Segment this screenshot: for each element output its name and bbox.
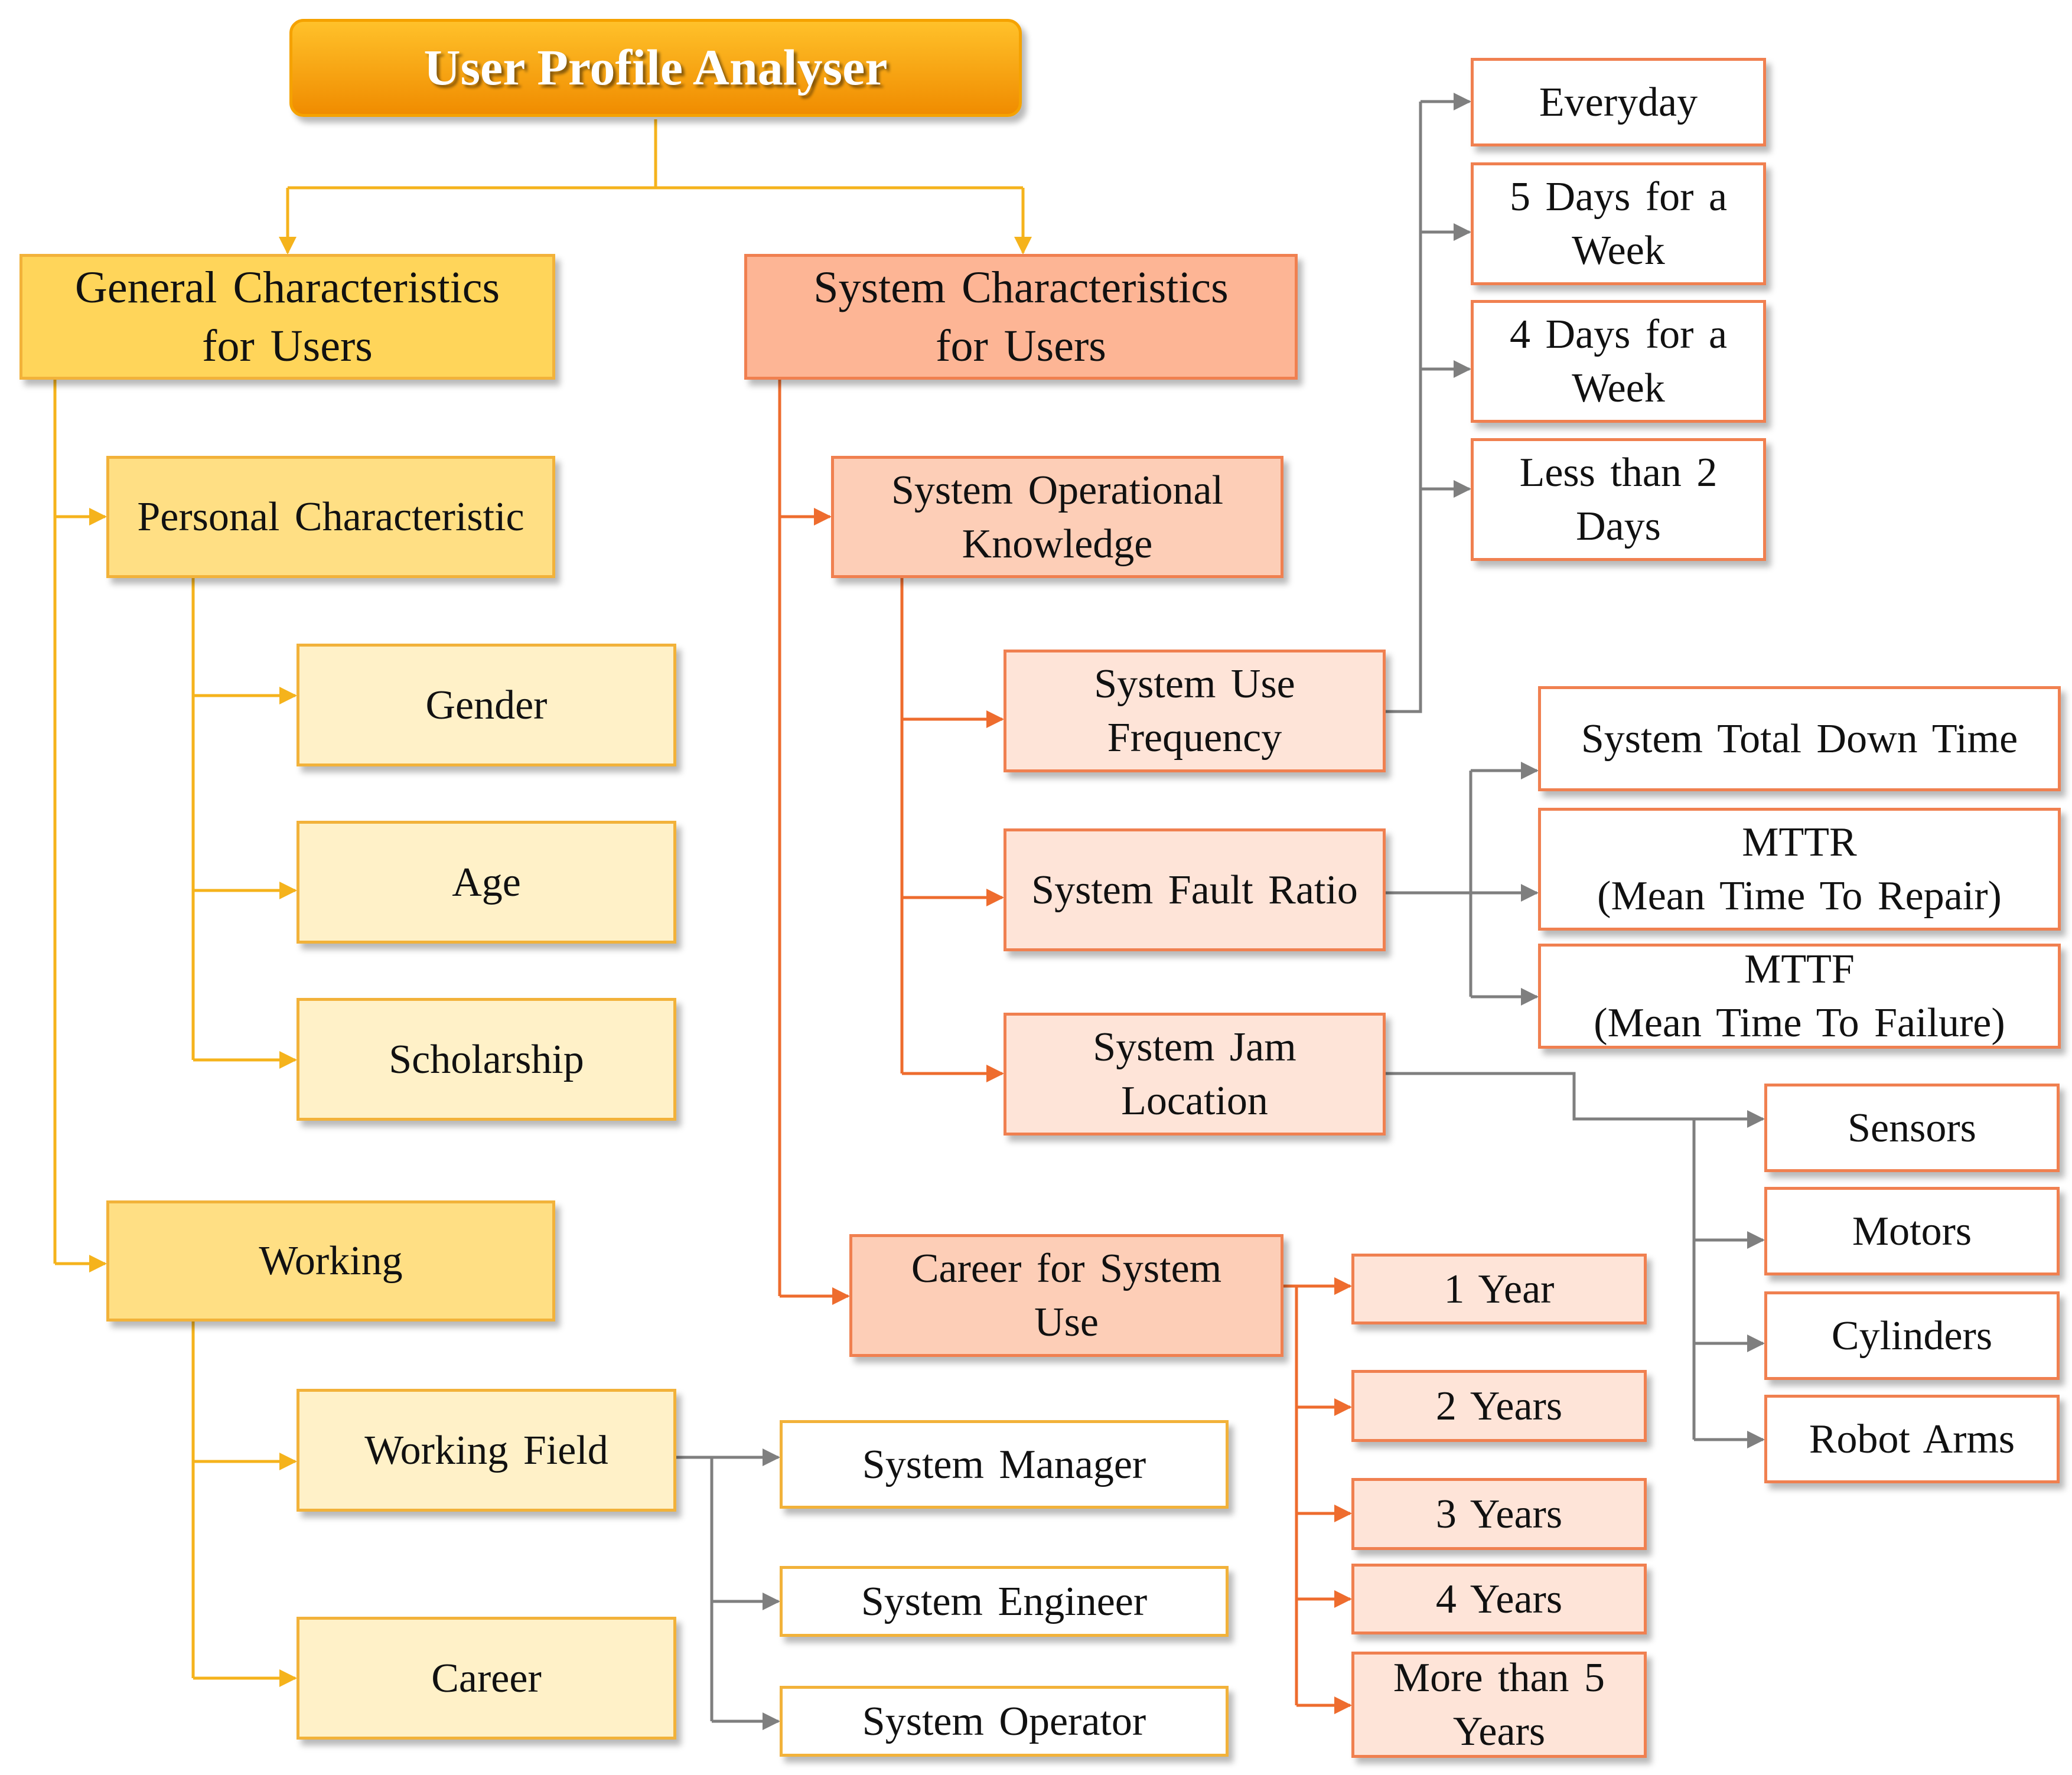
general-characteristics-node: General Characteristics for Users [19, 254, 555, 380]
fault-metric-label-line2: (Mean Time To Repair) [1597, 873, 2002, 919]
frequency-option-label-line1: 5 Days for a [1509, 174, 1728, 220]
working-field-node: Working Field [297, 1389, 676, 1512]
personal-characteristic-node: Personal Characteristic [106, 456, 555, 578]
system-engineer-node: System Engineer [780, 1566, 1229, 1637]
frequency-option-label-line2: Days [1576, 504, 1661, 549]
fault-metric-mttr: MTTR (Mean Time To Repair) [1538, 808, 2061, 931]
system-fault-ratio-label: System Fault Ratio [1031, 867, 1358, 913]
career-years-3: 3 Years [1351, 1478, 1647, 1550]
system-manager-node: System Manager [780, 1420, 1229, 1509]
system-operator-node: System Operator [780, 1686, 1229, 1757]
system-use-frequency-line2: Frequency [1107, 715, 1282, 761]
fault-metric-label-line1: MTTF [1744, 947, 1855, 992]
jam-part-label: Cylinders [1831, 1313, 1993, 1359]
frequency-option-label: Everyday [1539, 79, 1698, 125]
frequency-option-label-line2: Week [1572, 366, 1665, 411]
career-for-system-use-line2: Use [1034, 1300, 1099, 1345]
root-label: User Profile Analyser [423, 39, 888, 96]
root-node: User Profile Analyser [289, 19, 1022, 117]
system-operational-knowledge-node: System Operational Knowledge [831, 456, 1283, 578]
frequency-option-label-line1: Less than 2 [1519, 450, 1718, 495]
jam-part-sensors: Sensors [1764, 1084, 2060, 1172]
jam-part-label: Sensors [1848, 1105, 1976, 1151]
system-jam-location-node: System Jam Location [1004, 1013, 1386, 1136]
career-years-2: 2 Years [1351, 1370, 1647, 1442]
system-use-frequency-node: System Use Frequency [1004, 650, 1386, 772]
frequency-option-label-line2: Week [1572, 228, 1665, 273]
fault-metric-mttf: MTTF (Mean Time To Failure) [1538, 944, 2061, 1049]
working-node: Working [106, 1200, 555, 1322]
gender-label: Gender [425, 682, 548, 728]
working-field-label: Working Field [364, 1427, 608, 1473]
career-years-label: 4 Years [1435, 1576, 1563, 1622]
frequency-option-5-days: 5 Days for a Week [1471, 162, 1766, 285]
system-manager-label: System Manager [862, 1441, 1146, 1487]
career-years-more-than-5: More than 5 Years [1351, 1652, 1647, 1758]
career-years-label: 3 Years [1435, 1491, 1563, 1537]
career-node: Career [297, 1617, 676, 1740]
career-for-system-use-node: Career for System Use [849, 1234, 1283, 1357]
working-label: Working [259, 1238, 403, 1284]
career-years-1: 1 Year [1351, 1254, 1647, 1324]
frequency-option-4-days: 4 Days for a Week [1471, 300, 1766, 423]
gender-node: Gender [297, 644, 676, 766]
career-years-label: 1 Year [1444, 1266, 1555, 1312]
fault-metric-label-line2: (Mean Time To Failure) [1594, 1000, 2005, 1046]
frequency-option-everyday: Everyday [1471, 58, 1766, 146]
personal-characteristic-label: Personal Characteristic [137, 494, 524, 540]
age-node: Age [297, 821, 676, 944]
jam-part-motors: Motors [1764, 1187, 2060, 1275]
frequency-option-label-line1: 4 Days for a [1509, 312, 1728, 357]
career-label: Career [431, 1655, 542, 1701]
jam-part-label: Robot Arms [1809, 1416, 2015, 1462]
jam-part-cylinders: Cylinders [1764, 1291, 2060, 1380]
system-fault-ratio-node: System Fault Ratio [1004, 828, 1386, 951]
general-characteristics-label-line1: General Characteristics [74, 262, 500, 312]
system-operator-label: System Operator [862, 1698, 1146, 1744]
system-characteristics-node: System Characteristics for Users [744, 254, 1298, 380]
jam-part-label: Motors [1852, 1208, 1972, 1254]
career-years-label-line1: More than 5 [1393, 1655, 1605, 1701]
fault-metric-label: System Total Down Time [1581, 716, 2018, 762]
career-years-label: 2 Years [1435, 1383, 1563, 1429]
career-years-4: 4 Years [1351, 1564, 1647, 1634]
system-engineer-label: System Engineer [861, 1578, 1148, 1624]
career-years-label-line2: Years [1452, 1709, 1546, 1754]
scholarship-node: Scholarship [297, 998, 676, 1121]
fault-metric-label-line1: MTTR [1742, 820, 1857, 865]
system-jam-location-line2: Location [1121, 1078, 1268, 1124]
career-for-system-use-line1: Career for System [911, 1246, 1222, 1291]
frequency-option-less-than-2-days: Less than 2 Days [1471, 438, 1766, 561]
system-operational-knowledge-line1: System Operational [891, 467, 1224, 513]
system-characteristics-label-line1: System Characteristics [813, 262, 1229, 312]
system-operational-knowledge-line2: Knowledge [962, 521, 1153, 567]
general-characteristics-label-line2: for Users [202, 321, 373, 371]
system-characteristics-label-line2: for Users [936, 321, 1106, 371]
age-label: Age [452, 859, 521, 905]
system-jam-location-line1: System Jam [1093, 1024, 1296, 1070]
system-use-frequency-line1: System Use [1094, 661, 1295, 707]
scholarship-label: Scholarship [389, 1036, 584, 1082]
jam-part-robot-arms: Robot Arms [1764, 1395, 2060, 1483]
fault-metric-total-down-time: System Total Down Time [1538, 686, 2061, 791]
